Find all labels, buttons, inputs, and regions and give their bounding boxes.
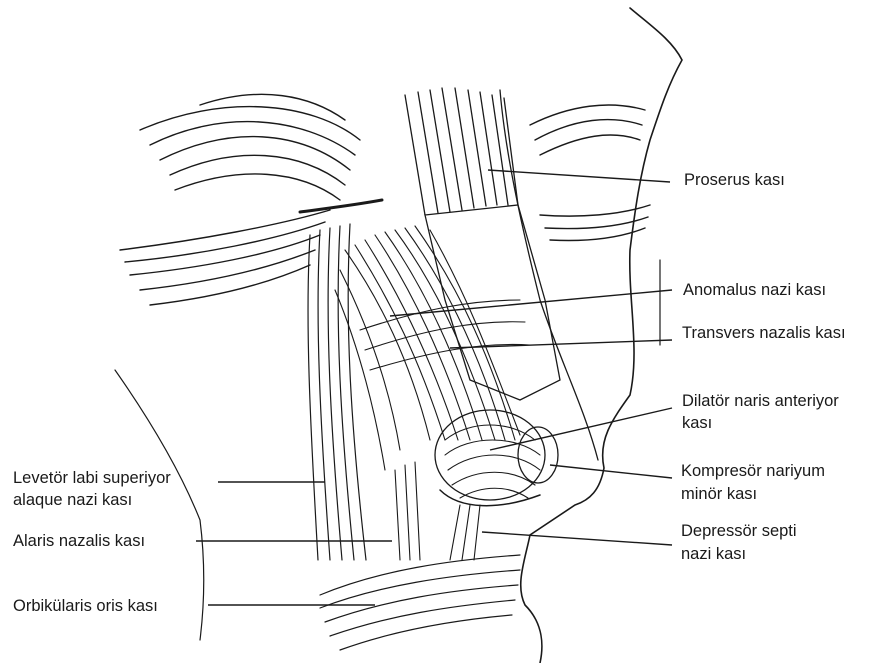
canthal-tendon	[300, 200, 382, 212]
label-dilator-line1: Dilatör naris anteriyor	[682, 391, 839, 411]
label-dilator-line2: kası	[682, 413, 712, 433]
label-alaris: Alaris nazalis kası	[13, 531, 145, 551]
label-levetor-line1: Levetör labi superiyor	[13, 468, 171, 488]
label-orbikularis: Orbikülaris oris kası	[13, 596, 158, 616]
label-kompresor-line1: Kompresör nariyum	[681, 461, 825, 481]
leader-kompresor	[550, 465, 672, 478]
levator-fibers	[308, 224, 366, 560]
nasalis-fibers	[335, 226, 530, 470]
label-proserus: Proserus kası	[684, 170, 785, 190]
label-depressor-line2: nazi kası	[681, 544, 746, 564]
label-transvers: Transvers nazalis kası	[682, 323, 846, 343]
label-anomalus: Anomalus nazi kası	[683, 280, 826, 300]
eyelid-lashes	[120, 205, 650, 305]
nostril-outline	[440, 490, 540, 506]
leader-lines	[196, 170, 672, 605]
face-profile-outline	[521, 8, 682, 663]
alar-fibers	[445, 425, 540, 498]
label-levetor-line2: alaque nazi kası	[13, 490, 132, 510]
leader-anomalus	[390, 290, 672, 316]
nasal-ridge-line	[500, 90, 598, 460]
label-depressor-line1: Depressör septi	[681, 521, 797, 541]
orbicularis-fibers	[320, 555, 520, 650]
eyebrow-strands	[140, 94, 645, 200]
label-kompresor-line2: minör kası	[681, 484, 757, 504]
leader-depressor	[482, 532, 672, 545]
